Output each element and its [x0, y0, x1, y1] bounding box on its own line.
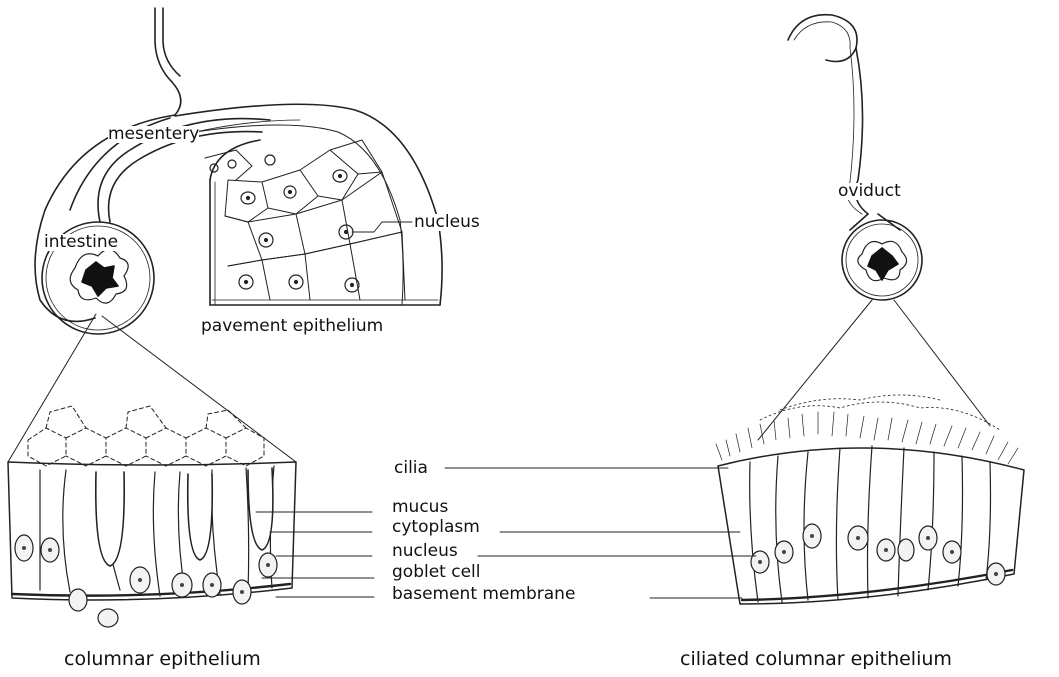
columnar-epithelium	[8, 406, 296, 627]
leader-lines	[256, 468, 756, 598]
label-nucleus: nucleus	[392, 543, 458, 560]
label-pavement-epithelium: pavement epithelium	[201, 318, 383, 335]
label-basement-membrane: basement membrane	[392, 586, 575, 603]
ciliated-columnar-epithelium	[716, 395, 1024, 604]
label-mucus: mucus	[392, 499, 448, 516]
pavement-epithelium-arch	[175, 104, 442, 305]
mesentery-and-intestine	[35, 8, 270, 334]
label-cytoplasm: cytoplasm	[392, 519, 480, 536]
label-goblet-cell: goblet cell	[392, 564, 481, 581]
label-mesentery: mesentery	[108, 126, 199, 143]
label-oviduct: oviduct	[838, 183, 901, 200]
label-nucleus-pavement: nucleus	[414, 214, 480, 231]
caption-columnar-epithelium: columnar epithelium	[64, 650, 261, 669]
zoom-lines-left	[8, 314, 296, 462]
label-intestine: intestine	[44, 234, 118, 251]
oviduct	[758, 15, 990, 440]
caption-ciliated-columnar-epithelium: ciliated columnar epithelium	[680, 650, 952, 669]
label-cilia: cilia	[394, 460, 428, 477]
